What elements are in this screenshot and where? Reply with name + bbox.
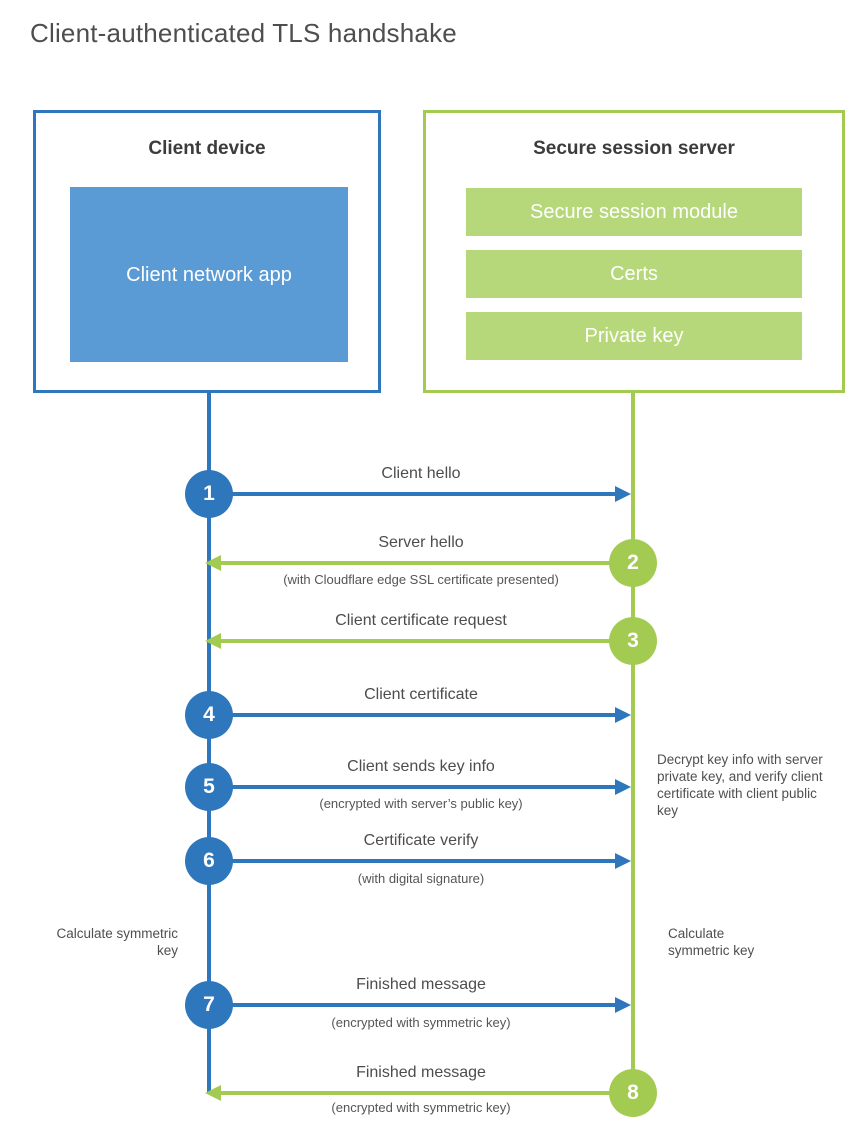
arrow-head-left-icon xyxy=(205,555,221,571)
arrow-head-right-icon xyxy=(615,853,631,869)
arrow-head-right-icon xyxy=(615,707,631,723)
step-number: 3 xyxy=(627,629,639,652)
arrow-head-left-icon xyxy=(205,1085,221,1101)
message-arrow-line xyxy=(209,785,616,789)
secure-session-server-title: Secure session server xyxy=(533,138,735,159)
message-arrow-line xyxy=(221,639,633,643)
message-label: Finished message xyxy=(356,1064,486,1081)
message-label: Client hello xyxy=(381,465,461,482)
message-arrow-line xyxy=(209,713,616,717)
step-circle: 6 xyxy=(185,837,233,885)
step-circle: 1 xyxy=(185,470,233,518)
private-key-label: Private key xyxy=(584,325,684,347)
message-sublabel: (encrypted with server’s public key) xyxy=(319,796,523,811)
step-number: 4 xyxy=(203,703,215,726)
message-arrow-line xyxy=(221,561,633,565)
step-number: 5 xyxy=(203,775,215,798)
message-label: Finished message xyxy=(356,976,486,993)
step-circle: 8 xyxy=(609,1069,657,1117)
step-circle: 7 xyxy=(185,981,233,1029)
step-circle: 3 xyxy=(609,617,657,665)
client-network-app-label: Client network app xyxy=(126,263,292,286)
arrow-head-right-icon xyxy=(615,779,631,795)
message-label: Client sends key info xyxy=(347,758,495,775)
certs-label: Certs xyxy=(610,263,658,285)
message-sublabel: (encrypted with symmetric key) xyxy=(331,1100,511,1115)
arrow-head-left-icon xyxy=(205,633,221,649)
server-module-bar: Secure session module xyxy=(466,188,802,236)
message-arrow-line xyxy=(209,1003,616,1007)
message-label: Server hello xyxy=(378,534,464,551)
message-sublabel: (encrypted with symmetric key) xyxy=(331,1015,511,1030)
message-label: Certificate verify xyxy=(363,832,479,849)
message-sublabel: (with Cloudflare edge SSL certificate pr… xyxy=(283,572,559,587)
calculate-symmetric-key-left: Calculate symmetric key xyxy=(56,926,178,958)
decrypt-note: Decrypt key info with server private key… xyxy=(657,752,823,818)
server-lifeline xyxy=(631,393,635,1093)
client-lifeline xyxy=(207,393,211,1093)
step-circle: 5 xyxy=(185,763,233,811)
arrow-head-right-icon xyxy=(615,997,631,1013)
secure-session-module-label: Secure session module xyxy=(530,201,738,223)
message-sublabel: (with digital signature) xyxy=(357,871,485,886)
arrow-head-right-icon xyxy=(615,486,631,502)
step-number: 8 xyxy=(627,1081,639,1104)
client-network-app-box: Client network app xyxy=(70,187,348,362)
client-device-title: Client device xyxy=(148,138,266,159)
page-title: Client-authenticated TLS handshake xyxy=(30,18,457,48)
step-number: 7 xyxy=(203,993,215,1016)
step-number: 1 xyxy=(203,482,215,505)
message-label: Client certificate xyxy=(364,686,478,703)
step-circle: 4 xyxy=(185,691,233,739)
calculate-symmetric-key-right: Calculate symmetric key xyxy=(668,926,755,958)
message-arrow-line xyxy=(209,492,616,496)
step-number: 6 xyxy=(203,849,215,872)
step-circle: 2 xyxy=(609,539,657,587)
message-arrow-line xyxy=(209,859,616,863)
server-module-bar: Certs xyxy=(466,250,802,298)
message-arrow-line xyxy=(221,1091,633,1095)
step-number: 2 xyxy=(627,551,639,574)
message-label: Client certificate request xyxy=(335,612,507,629)
server-module-bar: Private key xyxy=(466,312,802,360)
